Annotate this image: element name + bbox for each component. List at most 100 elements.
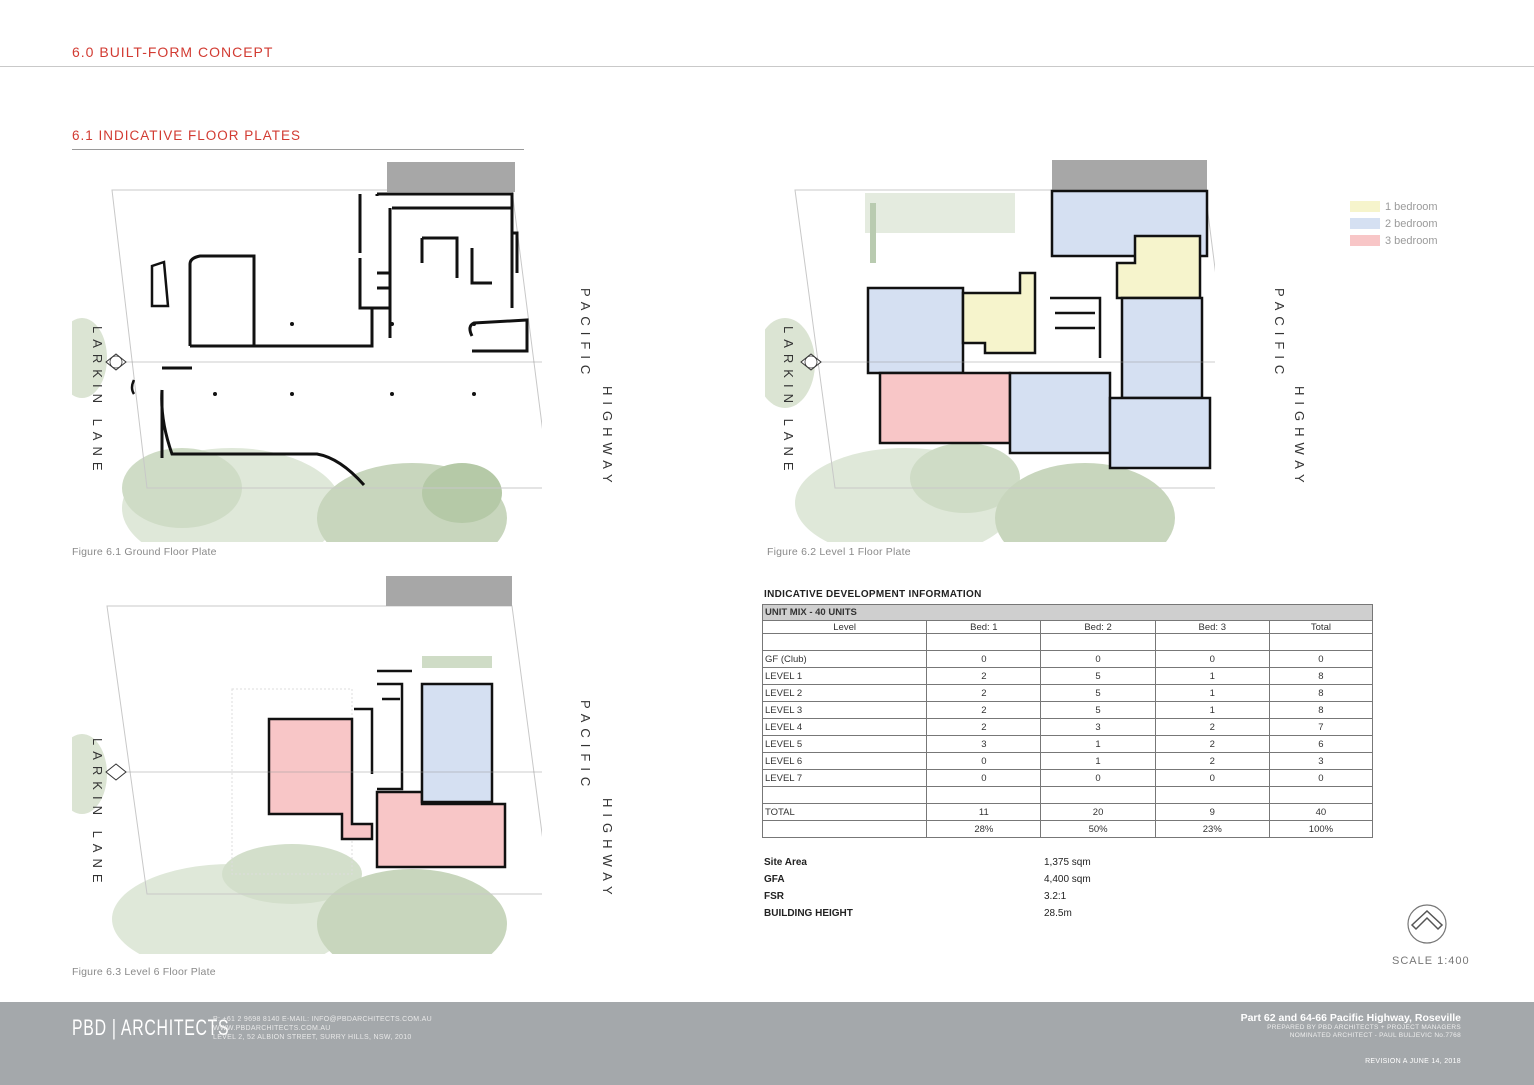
table-cell: LEVEL 5 <box>761 735 928 753</box>
nominated-architect: NOMINATED ARCHITECT - PAUL BULJEVIC No.7… <box>1289 1032 1461 1039</box>
table-row-spacer <box>761 786 1374 804</box>
legend-swatch <box>1350 218 1380 229</box>
table-cell: LEVEL 1 <box>761 667 928 685</box>
table-cell: 0 <box>1268 650 1374 668</box>
table-cell: 3 <box>926 735 1042 753</box>
legend-item: 3 bedroom <box>1350 232 1438 249</box>
unit-mix-label: UNIT MIX - 40 UNITS <box>762 604 1373 621</box>
unit-2bed <box>1108 396 1212 470</box>
table-cell: 3 <box>1040 718 1156 736</box>
table-cell: 1 <box>1154 684 1270 702</box>
table-cell: 2 <box>1154 752 1270 770</box>
street-label-larkin: LARKIN LANE <box>90 738 105 889</box>
section-marker-west <box>105 353 127 371</box>
table-row-percent: 28% 50% 23% 100% <box>761 820 1374 838</box>
column-header: Bed: 3 <box>1154 620 1270 634</box>
contact-info: P: +61 2 9698 8140 E-MAIL: INFO@PBDARCHI… <box>213 1015 432 1042</box>
table-cell: 0 <box>926 769 1042 787</box>
table-cell: 0 <box>926 650 1042 668</box>
table-cell: LEVEL 2 <box>761 684 928 702</box>
table-cell: 0 <box>1154 769 1270 787</box>
legend-label: 1 bedroom <box>1385 200 1438 213</box>
column-header: Total <box>1268 620 1374 634</box>
unit-legend: 1 bedroom 2 bedroom 3 bedroom <box>1350 198 1438 249</box>
table-cell: 40 <box>1268 803 1374 821</box>
table-cell: 1 <box>1040 735 1156 753</box>
table-cell: 7 <box>1268 718 1374 736</box>
table-cell: 2 <box>1154 735 1270 753</box>
neighbouring-building <box>387 162 515 192</box>
table-cell: 3 <box>1268 752 1374 770</box>
table-cell: 100% <box>1268 820 1374 838</box>
subsection-divider <box>72 149 524 150</box>
column-header: Bed: 1 <box>926 620 1042 634</box>
street-label-larkin: LARKIN LANE <box>781 326 796 477</box>
table-cell: LEVEL 3 <box>761 701 928 719</box>
table-row-total: TOTAL 11 20 9 40 <box>761 803 1374 821</box>
figure-caption: Figure 6.3 Level 6 Floor Plate <box>72 966 216 978</box>
development-title: INDICATIVE DEVELOPMENT INFORMATION <box>764 589 982 600</box>
legend-item: 2 bedroom <box>1350 215 1438 232</box>
unit-3bed <box>267 717 374 841</box>
table-cell: 5 <box>1040 667 1156 685</box>
unit-3bed <box>878 371 1012 445</box>
ground-floor-plan <box>72 162 542 542</box>
unit-2bed <box>1008 371 1112 455</box>
table-cell: 50% <box>1040 820 1156 838</box>
table-cell: LEVEL 7 <box>761 769 928 787</box>
legend-label: 3 bedroom <box>1385 234 1438 247</box>
gfa-label: GFA <box>764 874 785 885</box>
column-header: Level <box>761 620 928 634</box>
table-cell: 5 <box>1040 684 1156 702</box>
building-height-label: BUILDING HEIGHT <box>764 908 853 919</box>
section-title: 6.0 BUILT-FORM CONCEPT <box>72 44 274 60</box>
table-cell: LEVEL 4 <box>761 718 928 736</box>
project-name: Part 62 and 64-66 Pacific Highway, Rosev… <box>1240 1012 1461 1024</box>
table-cell: 2 <box>926 684 1042 702</box>
table-cell: TOTAL <box>761 803 928 821</box>
street-label-highway: HIGHWAY <box>600 798 615 901</box>
level1-floor-plan <box>765 160 1215 542</box>
table-cell: 5 <box>1040 701 1156 719</box>
gfa-value: 4,400 sqm <box>1044 874 1091 885</box>
table-cell <box>761 820 928 838</box>
table-cell: 28% <box>926 820 1042 838</box>
street-label-pacific: PACIFIC <box>578 288 593 381</box>
unit-1bed <box>961 271 1037 355</box>
table-cell: 2 <box>1154 718 1270 736</box>
unit-1bed <box>1115 234 1202 300</box>
prepared-by: PREPARED BY PBD ARCHITECTS + PROJECT MAN… <box>1267 1024 1461 1031</box>
table-cell: 9 <box>1154 803 1270 821</box>
unit-mix-table: UNIT MIX - 40 UNITS Level Bed: 1 Bed: 2 … <box>761 604 1374 838</box>
table-cell: 1 <box>1154 701 1270 719</box>
table-cell: 0 <box>926 752 1042 770</box>
tree-canopy <box>765 193 1175 542</box>
fsr-label: FSR <box>764 891 784 902</box>
table-cell: 0 <box>1040 769 1156 787</box>
table-cell: 2 <box>926 718 1042 736</box>
legend-swatch <box>1350 235 1380 246</box>
company-logo: PBD | ARCHITECTS <box>72 1015 230 1040</box>
neighbouring-building <box>386 576 512 606</box>
tree-canopy <box>72 318 507 542</box>
street-label-pacific: PACIFIC <box>1272 288 1287 381</box>
table-cell: GF (Club) <box>761 650 928 668</box>
table-cell: 0 <box>1040 650 1156 668</box>
unit-mix-table-wrapper: UNIT MIX - 40 UNITS Level Bed: 1 Bed: 2 … <box>761 604 1374 838</box>
contact-website: WWW.PBDARCHITECTS.COM.AU <box>213 1025 331 1032</box>
scale-label: SCALE 1:400 <box>1392 955 1470 967</box>
contact-line: P: +61 2 9698 8140 E-MAIL: INFO@PBDARCHI… <box>213 1016 432 1023</box>
footer-bar <box>0 1002 1534 1085</box>
street-label-larkin: LARKIN LANE <box>90 326 105 477</box>
column-header: Bed: 2 <box>1040 620 1156 634</box>
unit-2bed <box>1120 296 1204 400</box>
table-cell: 8 <box>1268 667 1374 685</box>
street-label-highway: HIGHWAY <box>600 386 615 489</box>
building-height-value: 28.5m <box>1044 908 1072 919</box>
